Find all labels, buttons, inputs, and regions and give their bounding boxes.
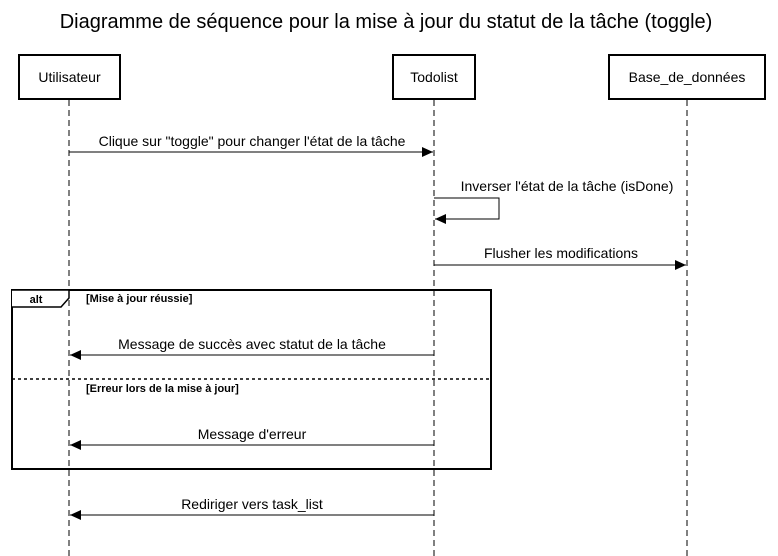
alt-keyword: alt (30, 294, 43, 306)
message-self-invert-state: Inverser l'état de la tâche (isDone) (434, 178, 674, 224)
message-success: Message de succès avec statut de la tâch… (70, 336, 434, 360)
message-label: Message d'erreur (198, 426, 307, 442)
participant-label: Todolist (410, 69, 458, 85)
message-label: Flusher les modifications (484, 245, 638, 261)
participant-label: Base_de_données (629, 69, 746, 85)
message-toggle-click: Clique sur "toggle" pour changer l'état … (69, 133, 433, 157)
alt-guard-error: [Erreur lors de la mise à jour] (86, 383, 239, 395)
participant-todolist: Todolist (392, 54, 476, 100)
participant-label: Utilisateur (38, 69, 101, 85)
participant-utilisateur: Utilisateur (18, 54, 121, 100)
message-error: Message d'erreur (70, 426, 434, 450)
message-label: Rediriger vers task_list (181, 496, 323, 512)
message-label: Clique sur "toggle" pour changer l'état … (99, 133, 406, 149)
message-label: Inverser l'état de la tâche (isDone) (461, 178, 674, 194)
alt-guard-success: [Mise à jour réussie] (86, 293, 193, 305)
alt-label-tab (12, 289, 70, 308)
message-flush: Flusher les modifications (434, 245, 686, 270)
alt-fragment: alt [Mise à jour réussie] [Erreur lors d… (11, 289, 492, 470)
diagram-title: Diagramme de séquence pour la mise à jou… (60, 11, 713, 33)
message-redirect: Rediriger vers task_list (70, 496, 434, 520)
participant-base-de-donnees: Base_de_données (608, 54, 766, 100)
message-label: Message de succès avec statut de la tâch… (118, 336, 386, 352)
